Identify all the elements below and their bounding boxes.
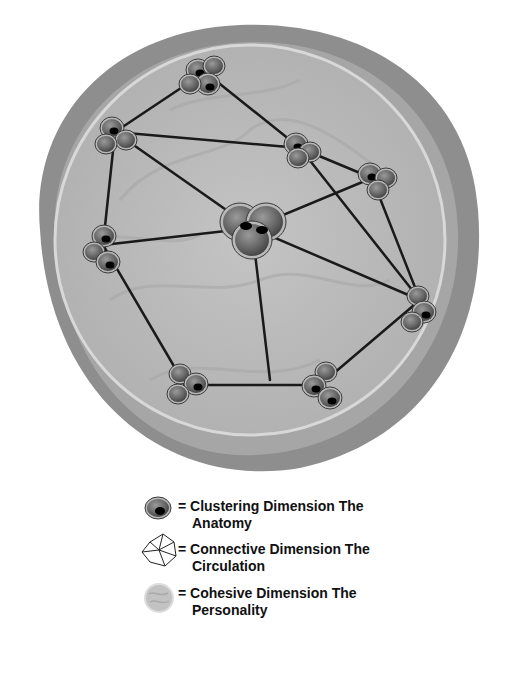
legend-text: = Cohesive Dimension The Personality xyxy=(178,585,370,619)
legend-cluster-icon xyxy=(145,497,171,519)
legend-text: = Connective Dimension The Circulation xyxy=(178,541,370,575)
legend-cohesive-icon xyxy=(145,584,173,612)
legend-text: = Clustering Dimension The Anatomy xyxy=(178,498,370,532)
legend-network-icon xyxy=(142,534,176,566)
